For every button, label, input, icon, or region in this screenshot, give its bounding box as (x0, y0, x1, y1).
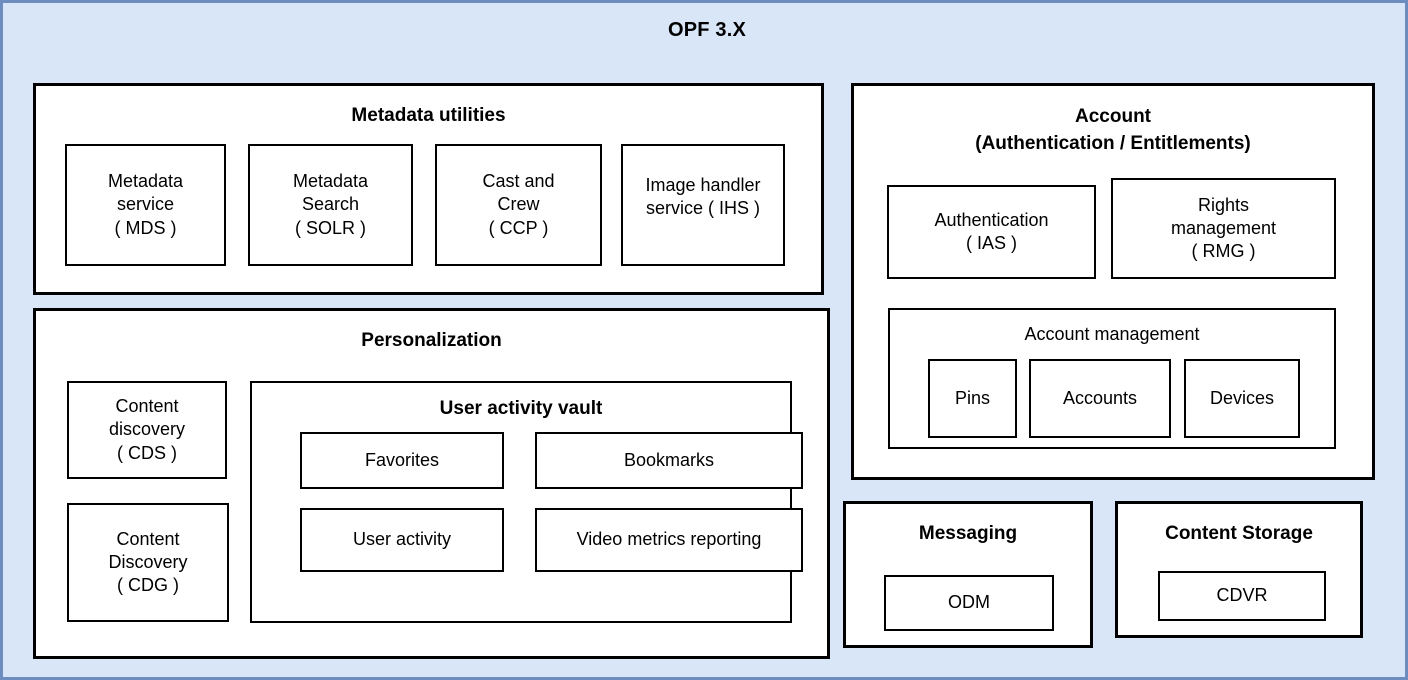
node-accounts[interactable]: Accounts (1029, 359, 1171, 438)
node-content-discovery-cdg[interactable]: Content Discovery ( CDG ) (67, 503, 229, 622)
node-favorites[interactable]: Favorites (300, 432, 504, 489)
node-cdvr[interactable]: CDVR (1158, 571, 1326, 621)
node-pins[interactable]: Pins (928, 359, 1017, 438)
node-metadata-service[interactable]: Metadata service ( MDS ) (65, 144, 226, 266)
panel-messaging: Messaging ODM (843, 501, 1093, 648)
node-video-metrics-reporting[interactable]: Video metrics reporting (535, 508, 803, 572)
account-title-line1: Account (1075, 106, 1151, 127)
account-management-title: Account management (1024, 324, 1200, 344)
panel-content-storage: Content Storage CDVR (1115, 501, 1363, 638)
panel-personalization: Personalization Content discovery ( CDS … (33, 308, 830, 659)
personalization-title: Personalization (361, 330, 502, 351)
node-odm[interactable]: ODM (884, 575, 1054, 631)
node-user-activity[interactable]: User activity (300, 508, 504, 572)
content-storage-title: Content Storage (1165, 523, 1313, 544)
subgroup-account-management: Account management Pins Accounts Devices (888, 308, 1336, 449)
subgroup-user-activity-vault: User activity vault Favorites Bookmarks … (250, 381, 803, 623)
diagram-title: OPF 3.X (667, 19, 747, 41)
node-bookmarks[interactable]: Bookmarks (535, 432, 803, 489)
user-activity-vault-title: User activity vault (439, 398, 603, 419)
panel-account: Account (Authentication / Entitlements) … (851, 83, 1375, 480)
node-authentication-ias[interactable]: Authentication ( IAS ) (887, 185, 1096, 279)
messaging-title: Messaging (918, 523, 1018, 544)
node-rights-management-rmg[interactable]: Rights management ( RMG ) (1111, 178, 1336, 279)
account-title-line2: (Authentication / Entitlements) (975, 133, 1251, 154)
node-content-discovery-cds[interactable]: Content discovery ( CDS ) (67, 381, 227, 479)
node-devices[interactable]: Devices (1184, 359, 1300, 438)
node-cast-and-crew[interactable]: Cast and Crew ( CCP ) (435, 144, 602, 266)
node-image-handler-service[interactable]: Image handler service ( IHS ) (621, 144, 785, 266)
metadata-utilities-title: Metadata utilities (351, 105, 506, 126)
node-metadata-search[interactable]: Metadata Search ( SOLR ) (248, 144, 413, 266)
panel-metadata-utilities: Metadata utilities Metadata service ( MD… (33, 83, 824, 295)
